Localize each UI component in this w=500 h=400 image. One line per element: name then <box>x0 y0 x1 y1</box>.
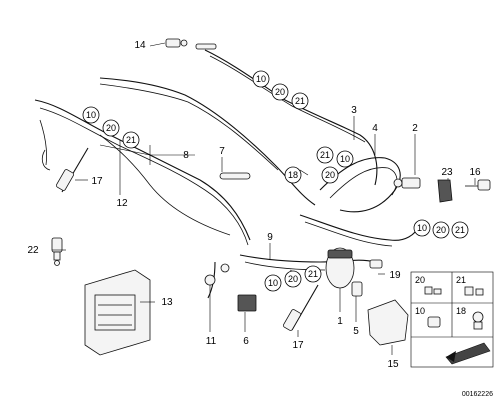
part-15-cover <box>367 299 409 346</box>
callout-21: 21 <box>126 135 136 145</box>
callout-20: 20 <box>106 123 116 133</box>
part-label-9: 9 <box>267 232 273 243</box>
part-label-22: 22 <box>27 245 39 256</box>
document-id: 00162226 <box>462 391 493 398</box>
part-label-17-lower: 17 <box>292 340 304 351</box>
part-14-nozzle <box>165 38 188 48</box>
callout-20: 20 <box>288 274 298 284</box>
callout-10: 10 <box>256 74 266 84</box>
legend-cell-20: 20 <box>415 275 425 285</box>
callout-group-left: 10 20 21 <box>82 106 140 149</box>
part-16-sensor <box>465 179 491 191</box>
part-label-5: 5 <box>353 326 359 337</box>
part-6-relay <box>237 294 257 312</box>
callout-10: 10 <box>268 278 278 288</box>
parts <box>41 38 491 356</box>
part-11-connector <box>204 263 230 286</box>
part-2-pump <box>393 177 421 189</box>
legend-grid: 20 21 10 18 <box>410 271 494 368</box>
part-label-15: 15 <box>387 359 399 370</box>
part-22-valve <box>51 237 63 266</box>
part-label-17-left: 17 <box>91 176 103 187</box>
callout-group-right: 10 20 21 <box>413 219 469 239</box>
part-19-connector <box>369 259 383 269</box>
part-label-1: 1 <box>337 316 343 327</box>
callout-21: 21 <box>308 269 318 279</box>
part-top-nozzle <box>195 43 217 50</box>
callout-21: 21 <box>455 225 465 235</box>
callout-10: 10 <box>340 154 350 164</box>
part-label-13: 13 <box>161 297 173 308</box>
part-label-2: 2 <box>412 123 418 134</box>
part-7-hose-piece <box>219 172 251 180</box>
part-hose-end-left <box>41 149 51 171</box>
part-label-3: 3 <box>351 105 357 116</box>
part-23-bracket <box>437 179 453 203</box>
callout-20: 20 <box>275 87 285 97</box>
part-labels: 14 3 4 2 8 7 12 17 22 9 23 16 19 13 11 6… <box>27 40 481 370</box>
leader-lines <box>52 42 476 355</box>
part-label-7: 7 <box>219 146 225 157</box>
callout-18: 18 <box>288 170 298 180</box>
part-1-pump-assembly <box>325 247 363 297</box>
callout-group-top: 10 20 21 <box>252 70 309 110</box>
callout-10: 10 <box>86 110 96 120</box>
part-17-strut-left <box>56 147 89 193</box>
part-17-strut-lower <box>283 284 319 331</box>
callout-21: 21 <box>320 150 330 160</box>
callout-group-18: 18 <box>284 166 302 184</box>
legend-cell-18: 18 <box>456 306 466 316</box>
legend-cell-21: 21 <box>456 275 466 285</box>
part-label-11: 11 <box>206 336 217 347</box>
part-label-4: 4 <box>372 123 378 134</box>
part-label-6: 6 <box>243 336 249 347</box>
callout-group-lower: 10 20 21 <box>264 265 322 292</box>
part-13-control-unit <box>84 269 151 356</box>
part-label-19: 19 <box>389 270 401 281</box>
part-label-12: 12 <box>116 198 128 209</box>
part-label-16: 16 <box>469 167 481 178</box>
part-label-8: 8 <box>183 150 189 161</box>
callout-21: 21 <box>295 96 305 106</box>
callout-group-mid-right: 21 10 20 <box>316 146 354 184</box>
part-label-23: 23 <box>441 167 453 178</box>
legend-cell-10: 10 <box>415 306 425 316</box>
part-label-14: 14 <box>134 40 146 51</box>
callout-20: 20 <box>325 170 335 180</box>
callout-10: 10 <box>417 223 427 233</box>
callout-20: 20 <box>436 225 446 235</box>
